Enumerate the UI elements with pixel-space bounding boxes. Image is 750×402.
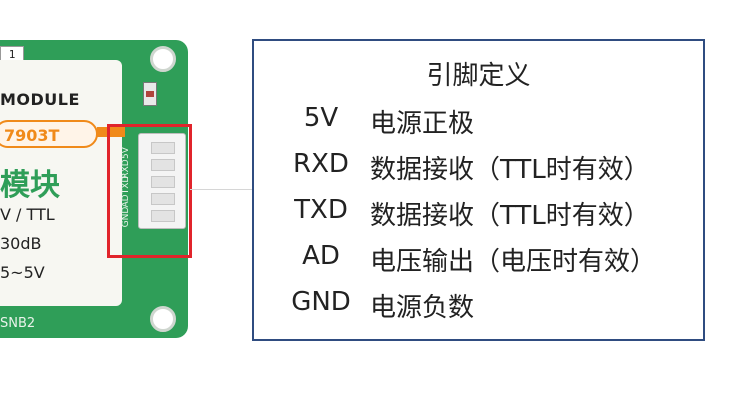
module-label-card xyxy=(0,60,122,306)
panel-title: 引脚定义 xyxy=(426,61,531,91)
connector-highlight-box xyxy=(107,124,192,258)
pin-row: 5V 电源正极 xyxy=(254,103,703,143)
mounting-hole xyxy=(150,46,176,72)
pin-row: AD 电压输出（电压时有效） xyxy=(254,241,703,281)
module-spec-line: V / TTL xyxy=(0,205,55,224)
pin-name: GND xyxy=(291,287,351,317)
pin-definition-panel: 引脚定义 5V 电源正极 RXD 数据接收（TTL时有效） TXD 数据接收（T… xyxy=(252,39,705,341)
connector-pin xyxy=(151,210,175,222)
connector-pin xyxy=(151,176,175,188)
connector-pin xyxy=(151,193,175,205)
mounting-hole xyxy=(150,306,176,332)
pin-connector xyxy=(138,133,186,229)
board-silk-text: SNB2 xyxy=(0,316,36,331)
pin-description: 数据接收（TTL时有效） xyxy=(370,201,650,231)
module-name: 模块 xyxy=(0,168,60,203)
pin-row: TXD 数据接收（TTL时有效） xyxy=(254,195,703,235)
led-indicator xyxy=(143,82,157,106)
module-title: MODULE xyxy=(0,90,80,109)
pin-description: 电源正极 xyxy=(370,109,475,139)
model-pointer xyxy=(97,127,125,137)
module-spec-line: 5~5V xyxy=(0,263,45,282)
pin-row: GND 电源负数 xyxy=(254,287,703,327)
pin-description: 电压输出（电压时有效） xyxy=(370,247,657,277)
pin-name: TXD xyxy=(294,195,348,225)
pin-name: 5V xyxy=(303,103,339,133)
pin-description: 电源负数 xyxy=(370,293,475,323)
module-spec-line: 30dB xyxy=(0,234,42,253)
pin-row: RXD 数据接收（TTL时有效） xyxy=(254,149,703,189)
connector-pin xyxy=(151,142,175,154)
pin-description: 数据接收（TTL时有效） xyxy=(370,155,650,185)
pin-name: RXD xyxy=(293,149,349,179)
connector-pin xyxy=(151,159,175,171)
pin-name: AD xyxy=(302,241,340,271)
callout-line xyxy=(190,189,252,190)
module-model: 7903T xyxy=(0,120,98,148)
